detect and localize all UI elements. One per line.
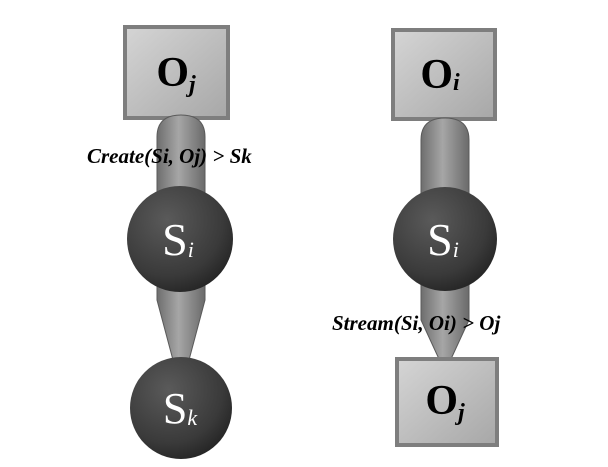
left-bottom-node: Sk	[130, 357, 232, 459]
right-middle-node: Si	[393, 187, 497, 291]
svg-text:Oj: Oj	[156, 50, 196, 98]
left-top-node-sub: j	[185, 72, 196, 98]
right-top-node: Oi	[391, 28, 497, 121]
left-middle-node-sub: i	[188, 237, 194, 262]
svg-text:Si: Si	[427, 214, 459, 265]
right-top-node-letter: O	[420, 52, 453, 98]
right-top-node-sub: i	[453, 70, 460, 96]
left-top-node-letter: O	[156, 50, 189, 96]
left-bottom-node-sub: k	[187, 405, 198, 430]
left-middle-node-letter: S	[162, 214, 188, 265]
right-bottom-node-sub: j	[454, 400, 465, 426]
left-bottom-node-letter: S	[163, 384, 187, 433]
svg-text:Si: Si	[162, 214, 194, 265]
right-bottom-node: Oj	[395, 357, 499, 447]
svg-text:Oj: Oj	[425, 378, 465, 426]
left-edge-label: Create(Si, Oj) > Sk	[87, 144, 252, 168]
svg-text:Oi: Oi	[420, 52, 460, 98]
left-top-node: Oj	[123, 25, 230, 120]
svg-text:Sk: Sk	[163, 384, 198, 433]
right-middle-node-sub: i	[453, 237, 459, 262]
right-middle-node-letter: S	[427, 214, 453, 265]
left-middle-node: Si	[127, 186, 233, 292]
right-edge-label: Stream(Si, Oi) > Oj	[332, 311, 500, 335]
right-bottom-node-letter: O	[425, 378, 458, 424]
